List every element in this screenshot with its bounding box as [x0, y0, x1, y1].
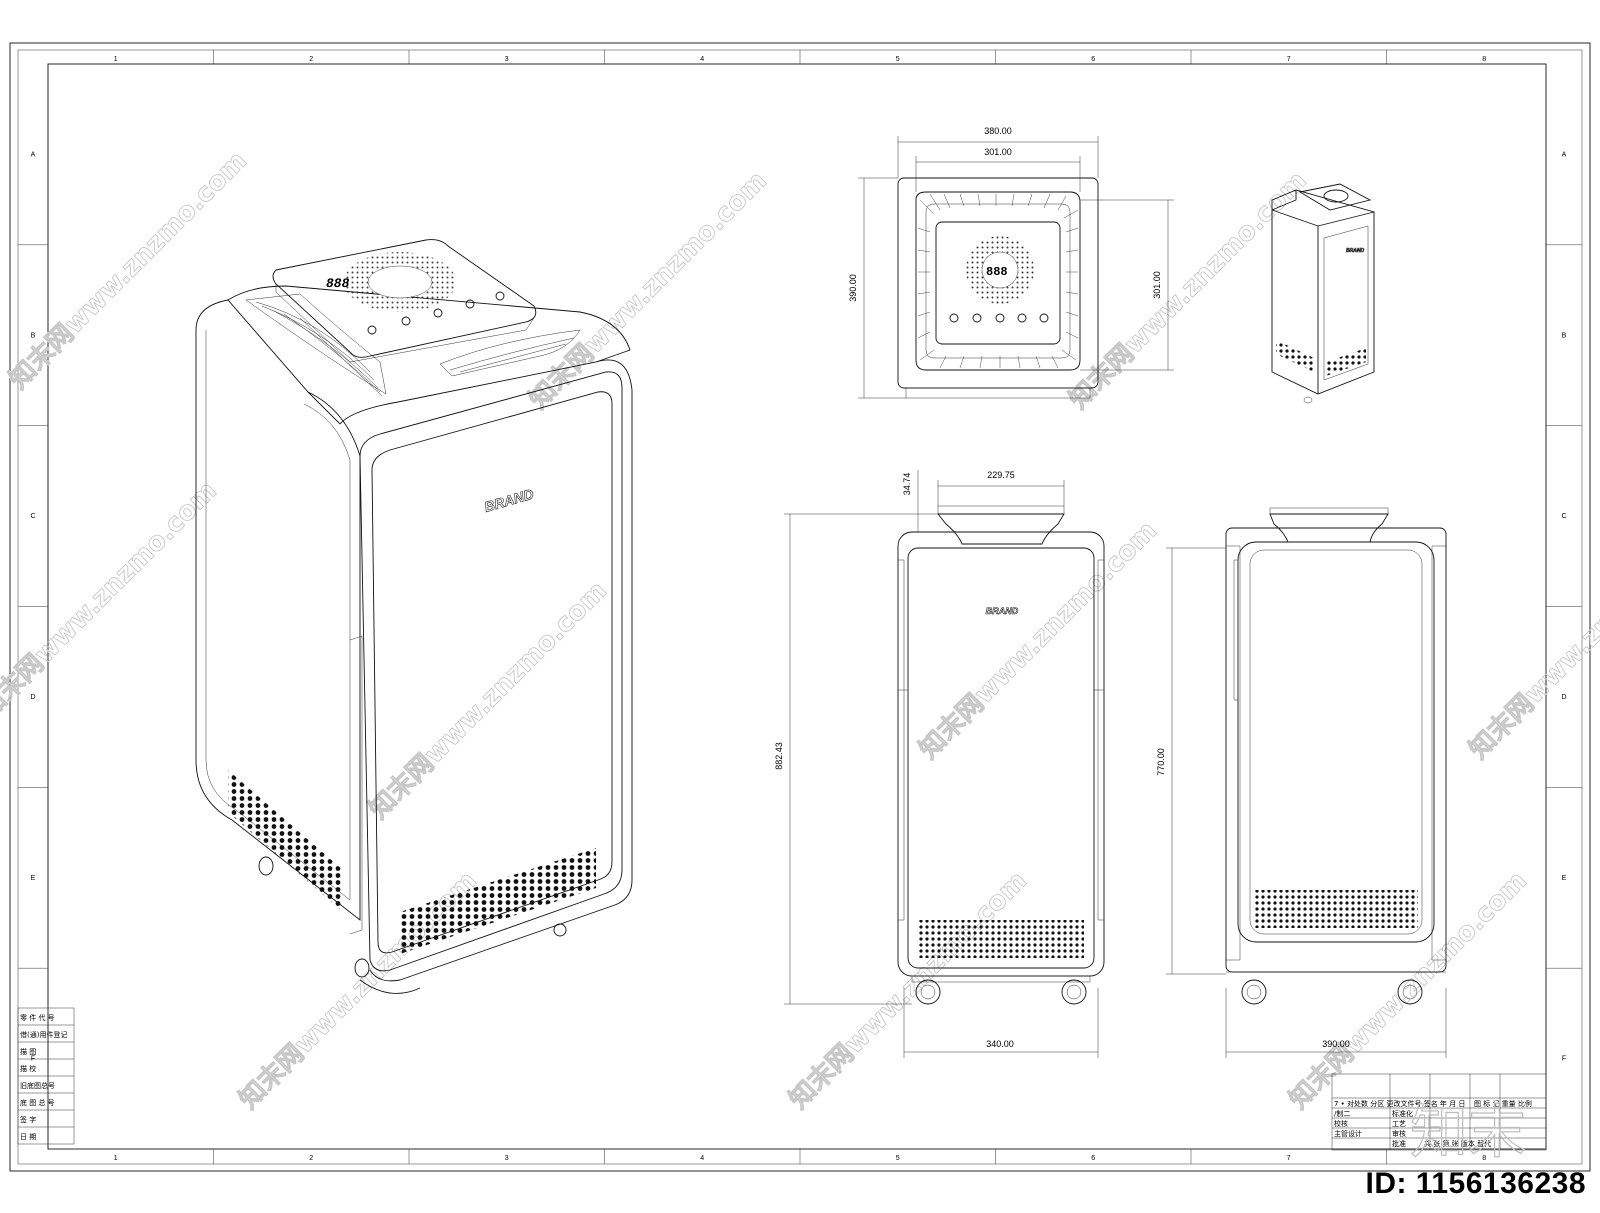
isometric-view: 888 BRAND — [195, 239, 633, 994]
dim-outlet-width: 229.75 — [987, 470, 1015, 480]
zone-row-label: A — [31, 151, 36, 158]
side-view: 770.00 390.00 — [1156, 507, 1447, 1058]
zone-column-label: 6 — [1091, 56, 1095, 63]
zone-column-label: 1 — [114, 56, 118, 63]
watermark-text: 知末网www.znzmo.com — [364, 576, 613, 825]
brand-label-front: BRAND — [986, 606, 1019, 616]
zone-column-label: 8 — [1482, 1155, 1486, 1162]
drawing-frame — [9, 42, 1591, 1172]
top-display-digits: 888 — [986, 265, 1008, 279]
dim-front-width: 340.00 — [986, 1039, 1014, 1049]
dim-front-height: 882.43 — [774, 742, 784, 770]
panel-buttons — [367, 291, 505, 335]
title-row5-right: 共 张 第 张 版本 替代 — [1424, 1139, 1491, 1148]
front-view: BRAND 229.75 34.74 882.43 340.00 — [774, 470, 1105, 1058]
zone-column-label: 1 — [114, 1155, 118, 1162]
zone-row-label: E — [1562, 875, 1567, 882]
top-panel-buttons — [949, 313, 1049, 323]
zone-row-label: E — [31, 875, 36, 882]
revision-row: 底 图 总 号 — [20, 1098, 55, 1107]
revision-row: 零 件 代 号 — [20, 1013, 55, 1022]
dim-side-width: 390.00 — [1322, 1039, 1350, 1049]
title-block: 7 • 对处数 分区 更改文件号 签名 年 月 日 图 标 记 重量 比例 /制… — [1331, 1073, 1547, 1151]
zone-row-label: B — [31, 332, 36, 339]
revision-row: 借(通)用件登记 — [20, 1030, 67, 1039]
title-row1: 7 • 对处数 分区 更改文件号 签名 年 月 日 — [1334, 1099, 1465, 1108]
revision-row: 日 期 — [20, 1133, 36, 1141]
watermark-text: 知末网www.znzmo.com — [4, 146, 253, 395]
zone-row-label: F — [1562, 1056, 1566, 1063]
revision-row: 描 图 — [20, 1047, 36, 1056]
zone-column-label: 8 — [1482, 56, 1486, 63]
watermark-text: 知末网www.znzmo.com — [524, 166, 773, 415]
title-row4-mid: 审核 — [1392, 1129, 1406, 1138]
dim-top-depth-right: 301.00 — [1152, 271, 1162, 299]
zone-row-label: C — [1561, 513, 1566, 520]
top-view-dimensions: 380.00 301.00 390.00 301.00 — [848, 126, 1174, 399]
small-isometric-view: BRAND — [1271, 183, 1375, 404]
watermark-text: 知末网www.znzmo.com — [1064, 166, 1313, 415]
watermark-text: 知末网www.znzmo.com — [1464, 516, 1600, 765]
title-row3-mid: 工艺 — [1392, 1120, 1406, 1128]
dim-outlet-height: 34.74 — [902, 473, 912, 496]
zone-column-label: 7 — [1287, 56, 1291, 63]
zone-column-label: 6 — [1091, 1155, 1095, 1162]
asset-id-label: ID: 1156136238 — [1365, 1167, 1586, 1200]
zone-column-label: 5 — [896, 1155, 900, 1162]
revision-row: 签 字 — [20, 1115, 36, 1124]
zone-column-label: 3 — [505, 56, 509, 63]
watermark-layer: 知末网www.znzmo.com 知末网www.znzmo.com 知末网www… — [0, 145, 1600, 1115]
zone-row-label: C — [30, 513, 35, 520]
brand-label-iso: BRAND — [482, 486, 535, 515]
title-row4-left: 主管设计 — [1334, 1129, 1362, 1138]
dim-side-height: 770.00 — [1156, 748, 1166, 776]
side-view-dimensions: 770.00 390.00 — [1156, 547, 1447, 1058]
zone-column-markers: 1 1 2 2 3 3 4 4 5 5 6 6 7 7 8 8 — [114, 50, 1486, 1164]
title-row5-mid: 批准 — [1392, 1139, 1406, 1148]
revision-row: 描 校 — [20, 1064, 36, 1073]
zone-row-label: D — [30, 694, 35, 701]
zhimo-logo: 知末 — [1409, 1097, 1527, 1166]
watermark-text: 知末网www.znzmo.com — [914, 516, 1163, 765]
front-view-dimensions: 229.75 34.74 882.43 340.00 — [774, 470, 1099, 1058]
title-row2-left: /制二 — [1334, 1109, 1350, 1118]
zone-column-label: 4 — [700, 56, 704, 63]
zone-column-label: 2 — [309, 1155, 313, 1162]
front-wheels — [911, 975, 1091, 1005]
top-view: 888 380.00 301.00 390.00 301.00 — [848, 126, 1174, 399]
revision-row: 旧底图总号 — [20, 1081, 55, 1090]
zone-column-label: 7 — [1287, 1155, 1291, 1162]
dim-top-depth-left: 390.00 — [848, 274, 858, 302]
zone-column-label: 3 — [505, 1155, 509, 1162]
dim-top-overall-width: 380.00 — [984, 126, 1012, 136]
zone-row-label: D — [1561, 694, 1566, 701]
title-row1-right: 图 标 记 重量 比例 — [1474, 1099, 1532, 1108]
title-row3-left: 校核 — [1334, 1119, 1348, 1128]
dim-top-inner-width: 301.00 — [984, 147, 1012, 157]
zone-column-label: 4 — [700, 1155, 704, 1162]
zone-row-label: A — [1562, 151, 1567, 158]
zone-column-label: 5 — [896, 56, 900, 63]
brand-label-small: BRAND — [1346, 248, 1364, 254]
zone-column-label: 2 — [309, 56, 313, 63]
zone-row-label: B — [1562, 332, 1567, 339]
iso-wheels — [258, 856, 567, 994]
panel-display-digits: 888 — [325, 276, 351, 291]
side-wheels — [1241, 979, 1423, 1005]
revision-block: 零 件 代 号 借(通)用件登记 描 图 描 校 旧底图总号 底 图 总 号 签… — [17, 1007, 75, 1145]
title-row2-mid: 标准化 — [1392, 1109, 1413, 1118]
